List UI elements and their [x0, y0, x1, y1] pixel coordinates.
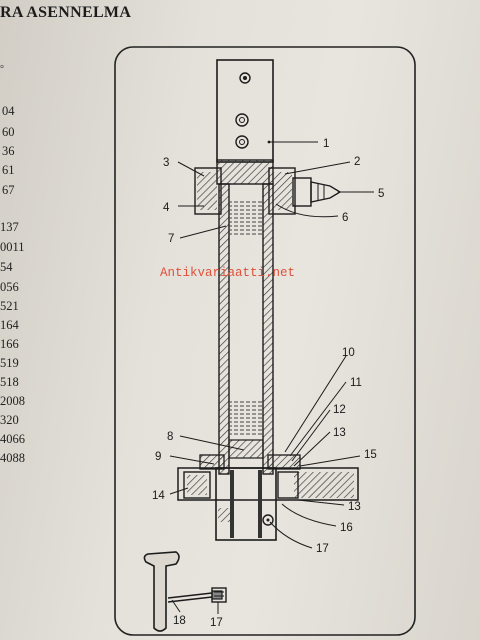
watermark: Antikvariaatti.net: [160, 266, 295, 280]
screw-icon: [262, 514, 274, 526]
callout-label: 17: [210, 617, 223, 629]
code-fragment: 60: [2, 125, 15, 139]
callout-label: 7: [168, 233, 174, 245]
code-fragment: 056: [0, 280, 19, 294]
code-fragment: 04: [2, 104, 15, 118]
callout-label: 4: [163, 202, 170, 214]
callout-label: 15: [364, 449, 377, 461]
code-fragment: 36: [2, 144, 15, 158]
leader-lines: [169, 141, 374, 614]
code-fragment: 67: [2, 183, 15, 197]
callout-label: 18: [173, 615, 186, 627]
code-fragment: 519: [0, 356, 19, 370]
code-fragment: 137: [0, 220, 19, 234]
code-fragment: 4066: [0, 432, 25, 446]
code-fragment: 2008: [0, 394, 25, 408]
callout-label: 11: [350, 377, 362, 389]
center-tube: [218, 183, 274, 475]
code-fragment: 54: [0, 260, 13, 274]
set-screw-icon: [211, 587, 227, 603]
callout-label: 13: [348, 501, 361, 513]
code-fragment: 166: [0, 337, 19, 351]
callout-label: 6: [342, 212, 348, 224]
callout-label: 2: [354, 156, 360, 168]
code-fragment: 521: [0, 299, 19, 313]
callout-label: 5: [378, 188, 384, 200]
bolt-hole-icon: [239, 72, 251, 84]
code-fragment: 518: [0, 375, 19, 389]
t-handle-key-icon: [143, 551, 223, 632]
callout-label: 9: [155, 451, 161, 463]
callout-label: 3: [163, 157, 169, 169]
code-fragment: 0011: [0, 240, 25, 254]
bolt-hole-icon: [235, 113, 249, 127]
main-body: [216, 59, 274, 185]
callout-labels: 1 2 3 4 5 6 7 8 9 10 11 12 13 14 15 13 1…: [152, 138, 384, 629]
lower-fitting: [177, 454, 359, 541]
callout-label: 8: [167, 431, 173, 443]
upper-spring: [229, 200, 263, 236]
callout-label: 1: [323, 138, 329, 150]
callout-label: 17: [316, 543, 329, 555]
code-fragment: 61: [2, 163, 15, 177]
code-fragment: 164: [0, 318, 19, 332]
callout-label: 14: [152, 490, 165, 502]
lower-spring: [229, 400, 263, 436]
callout-label: 12: [333, 404, 346, 416]
diagram-frame: [114, 46, 416, 636]
code-fragment: 320: [0, 413, 19, 427]
code-fragment: 4088: [0, 451, 25, 465]
top-mark: °: [0, 64, 4, 75]
bolt-hole-icon: [235, 135, 249, 149]
callout-label: 13: [333, 427, 346, 439]
section-title: RA ASENNELMA: [0, 4, 132, 21]
callout-label: 16: [340, 522, 353, 534]
callout-label: 10: [342, 347, 355, 359]
